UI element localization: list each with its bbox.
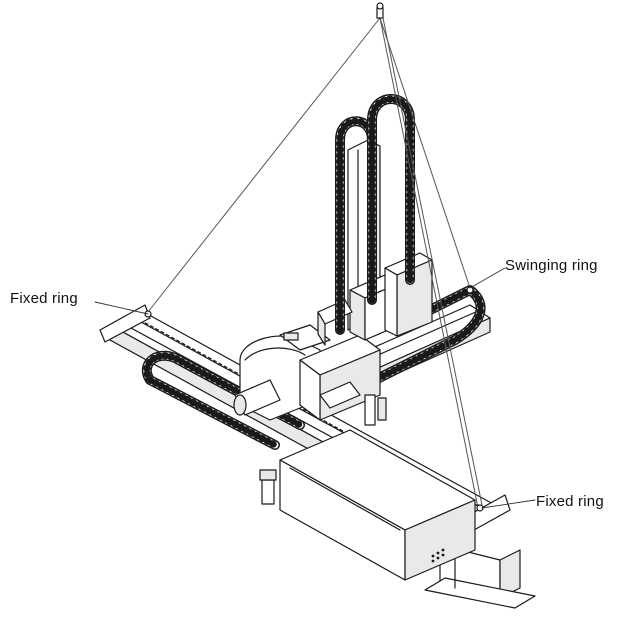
lifting-ropes [147,17,483,509]
swinging-ring-label: Swinging ring [505,257,598,274]
fixed-ring-left-label: Fixed ring [10,290,78,307]
lifting-hook-icon [376,2,384,19]
leader-lines [94,267,536,509]
carriage-housing [233,324,381,421]
fixed-ring-right-label: Fixed ring [536,493,604,510]
cable-cover-box [259,429,476,581]
drag-chain-x [141,350,305,450]
drag-chain-z [335,94,415,335]
